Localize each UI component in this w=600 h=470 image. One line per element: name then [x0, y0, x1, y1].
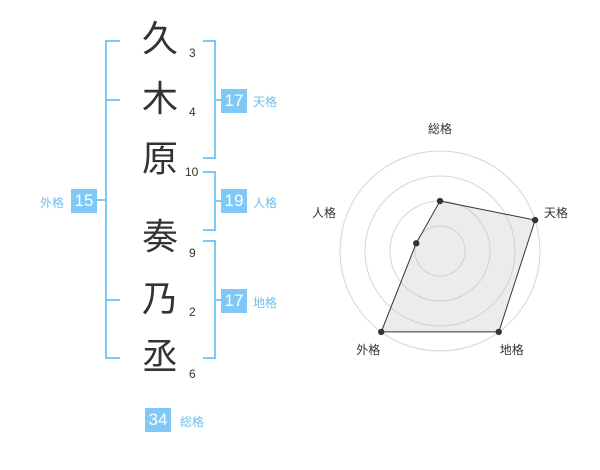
- surname-char-2: 木: [141, 79, 178, 120]
- surname-char-3: 原: [141, 139, 178, 180]
- radar-axis-label-gaikaku: 外格: [356, 342, 381, 357]
- given-strokes-3: 6: [189, 367, 196, 381]
- surname-strokes-3: 10: [185, 165, 199, 179]
- given-char-1: 奏: [141, 217, 178, 258]
- surname-strokes-2: 4: [189, 105, 196, 119]
- radar-point: [436, 197, 444, 205]
- chikaku-label: 地格: [253, 296, 278, 310]
- given-char-2: 乃: [141, 279, 178, 320]
- tenkaku-label: 天格: [253, 95, 278, 109]
- surname-strokes-1: 3: [189, 46, 196, 60]
- given-strokes-2: 2: [189, 305, 196, 319]
- radar-point: [531, 216, 539, 224]
- gaikaku-label: 外格: [40, 196, 65, 210]
- jinkaku-badge: 19: [221, 189, 247, 213]
- radar-point: [378, 328, 385, 336]
- radar-data-points: [378, 197, 539, 336]
- radar-axis-label-jinkaku: 人格: [311, 206, 336, 221]
- radar-axis-label-tenkaku: 天格: [544, 206, 569, 221]
- given-strokes-1: 9: [189, 246, 196, 260]
- radar-point: [495, 328, 502, 336]
- radar-grid-ring: [339, 150, 541, 352]
- radar-point: [413, 240, 420, 247]
- chikaku-badge: 17: [221, 289, 247, 313]
- radar-axis-label-soukaku: 総格: [428, 122, 453, 136]
- radar-grid-ring: [364, 175, 516, 327]
- tenkaku-badge: 17: [221, 89, 247, 113]
- radar-grid: [339, 150, 541, 352]
- given-char-3: 丞: [141, 337, 178, 378]
- jinkaku-label: 人格: [253, 196, 278, 210]
- soukaku-badge: 34: [145, 408, 171, 432]
- surname-char-1: 久: [141, 19, 178, 60]
- soukaku-label: 総格: [180, 415, 205, 429]
- radar-axis-label-chikaku: 地格: [499, 342, 524, 357]
- gaikaku-badge: 15: [71, 189, 97, 213]
- radar-data-polygon: [380, 200, 536, 333]
- radar-grid-ring: [414, 225, 466, 277]
